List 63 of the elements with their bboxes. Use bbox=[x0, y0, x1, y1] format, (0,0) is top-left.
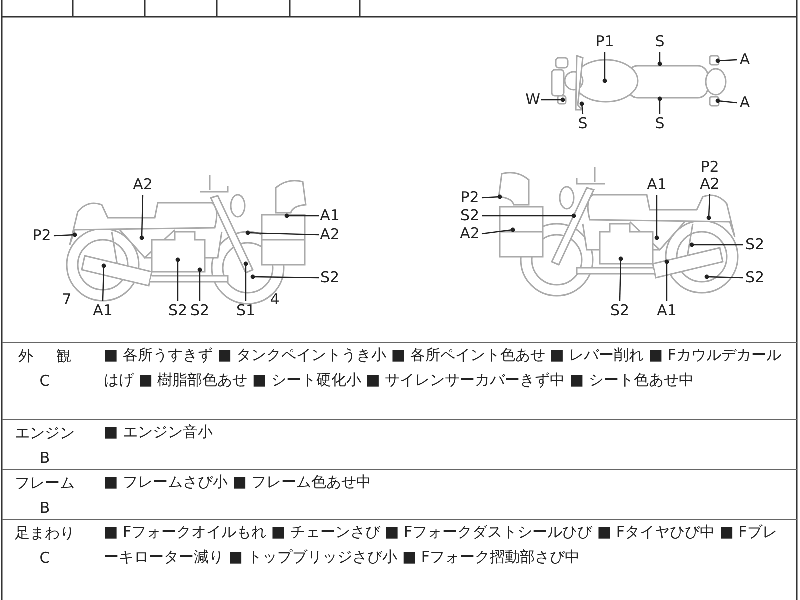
callout-label: A bbox=[740, 94, 750, 112]
leader-line bbox=[482, 228, 516, 235]
leader-line bbox=[690, 242, 743, 248]
leader-line bbox=[654, 195, 660, 240]
callout-label: A1 bbox=[657, 302, 677, 320]
grade-label: C bbox=[38, 372, 52, 390]
leader-line bbox=[618, 256, 624, 302]
callout-label: S2 bbox=[460, 208, 480, 224]
leader-line bbox=[482, 194, 502, 200]
leader-line bbox=[198, 268, 202, 301]
callout-label: S2 bbox=[745, 236, 765, 254]
callout-label: S bbox=[655, 34, 665, 50]
callout-label: A1 bbox=[647, 176, 667, 194]
grade-label: B bbox=[38, 449, 52, 467]
callout-label: A bbox=[740, 52, 750, 68]
leader-line bbox=[716, 58, 738, 64]
remarks-text: ■ 各所うすきず ■ タンクペイントうき小 ■ 各所ペイント色あせ ■ レバー削れ ■ Fカウルデカールはげ ■ 樹脂部色あせ ■ シート硬化小 ■ サイレンサーカバーきず中 ■ シート色あせ中 bbox=[104, 345, 782, 391]
callout-label: A2 bbox=[320, 226, 340, 244]
leader-line bbox=[482, 214, 576, 218]
callout-label: A2 bbox=[133, 176, 153, 194]
category-label: フレーム bbox=[14, 474, 76, 493]
leader-line bbox=[284, 214, 319, 218]
grade-label: B bbox=[38, 499, 52, 517]
leader-line bbox=[541, 98, 566, 102]
leader-line bbox=[706, 194, 712, 220]
callout-label: P2 bbox=[700, 159, 720, 176]
callout-label: S1 bbox=[236, 302, 256, 320]
callout-label: S2 bbox=[610, 302, 630, 320]
leader-line bbox=[658, 52, 662, 66]
leader-line bbox=[664, 260, 670, 301]
callout-number: 4 bbox=[270, 292, 280, 308]
leader-line bbox=[246, 230, 320, 236]
callout-label: A2 bbox=[460, 226, 480, 242]
grade-label: C bbox=[38, 549, 52, 567]
motorcycle-drawing bbox=[551, 54, 727, 111]
leader-line bbox=[704, 274, 744, 280]
leader-line bbox=[54, 232, 78, 238]
callout-label: P1 bbox=[596, 34, 614, 50]
callout-label: S2 bbox=[190, 302, 210, 320]
callout-label: S2 bbox=[168, 302, 188, 320]
leader-line bbox=[658, 96, 662, 114]
leader-line bbox=[250, 274, 319, 280]
callout-number: 7 bbox=[62, 292, 72, 308]
callout-label: S2 bbox=[320, 270, 340, 286]
remarks-text: ■ エンジン音小 bbox=[104, 422, 214, 443]
leader-line bbox=[140, 194, 144, 240]
leader-line bbox=[716, 98, 738, 104]
category-label: 外 観 bbox=[18, 347, 72, 366]
category-label: エンジン bbox=[14, 424, 76, 443]
callout-label: A1 bbox=[93, 302, 113, 320]
category-label: 足まわり bbox=[14, 524, 76, 543]
remarks-text: ■ フレームさび小 ■ フレーム色あせ中 bbox=[104, 472, 373, 493]
callout-label: S bbox=[655, 116, 665, 132]
leader-line bbox=[580, 102, 584, 114]
callout-label: W bbox=[526, 92, 540, 108]
remarks-text: ■ Fフォークオイルもれ ■ チェーンさび ■ Fフォークダストシールひび ■ Fタイヤひび中 ■ Fブレーキローター減り ■ トップブリッジさび小 ■ Fフォーク摺動部さび中 bbox=[104, 522, 778, 568]
callout-label: S bbox=[578, 116, 588, 132]
callout-label: P2 bbox=[32, 228, 52, 244]
callout-label: P2 bbox=[460, 190, 480, 206]
callout-label: A2 bbox=[700, 176, 720, 193]
callout-label: S2 bbox=[745, 270, 765, 286]
leader-line bbox=[176, 258, 180, 301]
callout-label: A1 bbox=[320, 208, 340, 224]
